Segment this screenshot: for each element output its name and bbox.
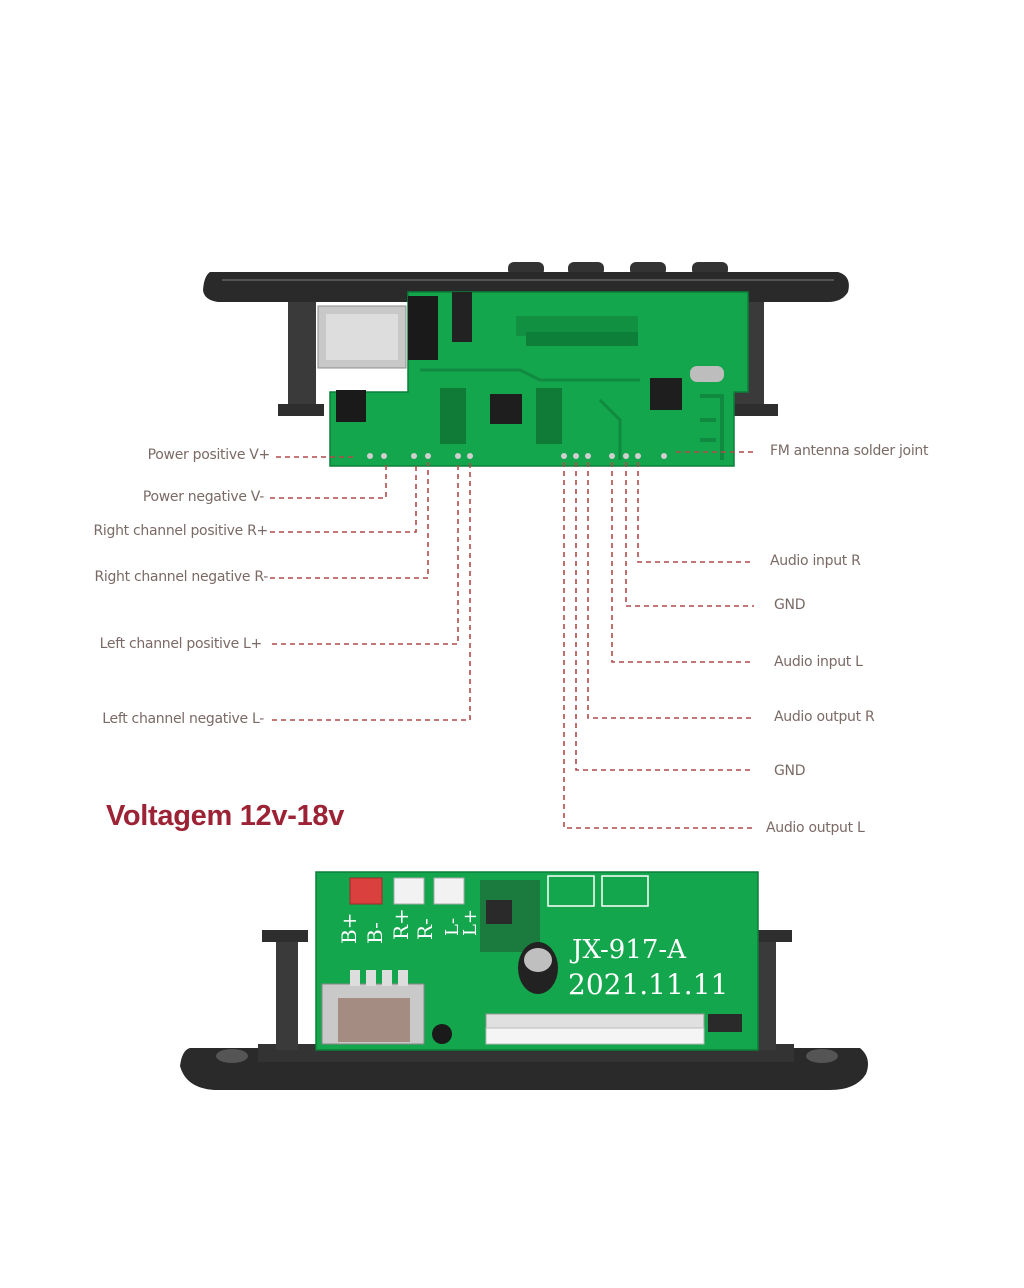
label-power-positive: Power positive V+	[147, 447, 271, 463]
pin-label-r-minus: R-	[413, 918, 437, 940]
voltage-title: Voltagem 12v-18v	[106, 800, 345, 832]
board-model-text: JX-917-A	[569, 935, 687, 965]
label-power-negative: Power negative V-	[142, 489, 264, 505]
label-gnd-2: GND	[774, 763, 806, 779]
label-right-channel-negative: Right channel negative R-	[94, 569, 268, 585]
label-fm-antenna: FM antenna solder joint	[770, 443, 929, 459]
board-date-text: 2021.11.11	[568, 968, 728, 1001]
bottom-board	[180, 871, 868, 1090]
leader-lines	[270, 451, 756, 829]
label-audio-output-l: Audio output L	[766, 820, 865, 836]
label-left-channel-positive: Left channel positive L+	[99, 636, 263, 652]
label-audio-input-l: Audio input L	[774, 654, 863, 670]
label-right-channel-positive: Right channel positive R+	[93, 523, 269, 539]
top-board	[203, 262, 849, 467]
label-left-channel-negative: Left channel negative L-	[102, 711, 264, 727]
pin-label-b-plus: B+	[337, 913, 361, 944]
pin-label-b-minus: B-	[363, 922, 387, 944]
label-audio-output-r: Audio output R	[774, 709, 875, 725]
pin-label-l-minus: L-	[442, 918, 463, 936]
pin-label-l-plus: L+	[460, 909, 481, 936]
label-audio-input-r: Audio input R	[770, 553, 861, 569]
label-gnd-1: GND	[774, 597, 806, 613]
pin-label-r-plus: R+	[389, 908, 413, 940]
silkscreen-text: B+ B- R+ R- L- L+ JX-917-A 2021.11.11	[337, 908, 728, 1001]
